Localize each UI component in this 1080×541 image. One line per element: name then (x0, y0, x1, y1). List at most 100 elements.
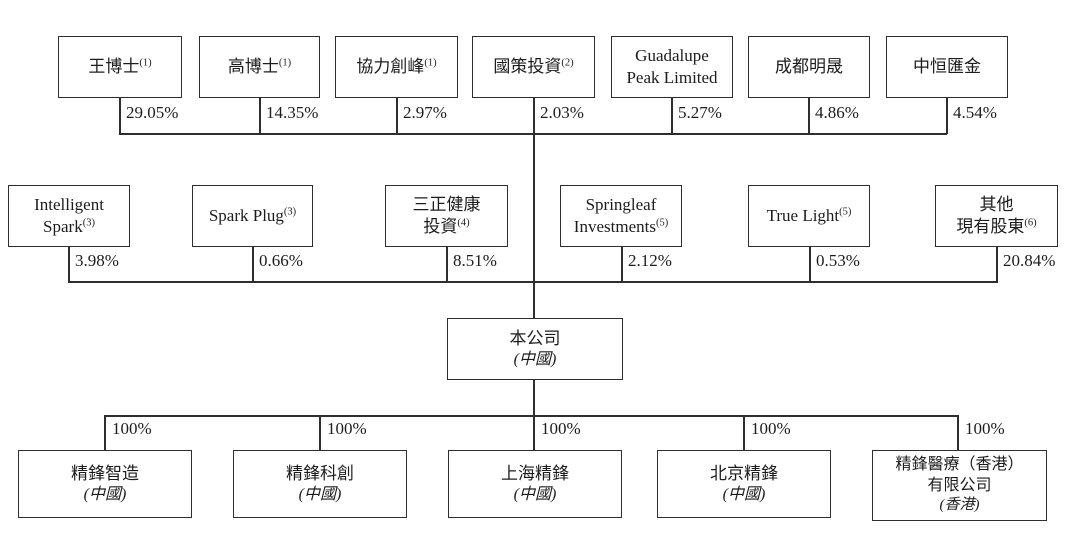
ownership-percentage: 100% (965, 419, 1005, 438)
shareholder-name: 成都明晟 (775, 57, 843, 77)
subsidiary-name: 上海精鋒 (501, 463, 569, 483)
footnote-marker: (4) (457, 217, 470, 229)
subsidiary-jurisdiction: (中國) (298, 485, 342, 503)
connector-line (252, 246, 254, 283)
shareholder-box-intelligent-spark: Intelligent Spark(3) (8, 185, 130, 247)
shareholder-box-gao-boshi: 高博士(1) (199, 36, 320, 98)
subsidiary-jurisdiction: (中國) (513, 485, 557, 503)
shareholder-name: 投資(4) (423, 217, 470, 236)
shareholder-box-springleaf-investments: Springleaf Investments(5) (560, 185, 682, 247)
footnote-marker: (1) (278, 57, 292, 69)
company-jurisdiction: (中國) (513, 350, 557, 368)
shareholder-name: 王博士(1) (88, 57, 152, 77)
subsidiary-name: 有限公司 (927, 476, 992, 494)
ownership-percentage: 5.27% (678, 103, 722, 122)
connector-line (671, 97, 673, 134)
connector-line (104, 415, 106, 451)
shareholder-box-guadalupe-peak: Guadalupe Peak Limited (611, 36, 733, 98)
shareholder-box-chengdu-mingsheng: 成都明晟 (748, 36, 870, 98)
subsidiary-box-jingfeng-zhizao: 精鋒智造 (中國) (18, 450, 192, 518)
shareholder-box-guoce-touzi: 國策投資(2) (472, 36, 595, 98)
shareholder-name: Investments(5) (573, 217, 669, 236)
ownership-percentage: 2.12% (628, 251, 672, 270)
ownership-percentage: 100% (751, 419, 791, 438)
connector-line (319, 415, 321, 451)
company-box: 本公司 (中國) (447, 318, 623, 380)
ownership-percentage: 100% (112, 419, 152, 438)
connector-line (996, 246, 998, 283)
shareholder-name: 中恒匯金 (913, 57, 981, 77)
shareholder-box-true-light: True Light(5) (748, 185, 870, 247)
connector-line (68, 246, 70, 283)
connector-line (119, 133, 947, 135)
ownership-percentage: 0.66% (259, 251, 303, 270)
connector-line (119, 97, 121, 134)
ownership-percentage: 100% (541, 419, 581, 438)
connector-line (957, 415, 959, 451)
subsidiary-name: 精鋒醫療（香港） (895, 456, 1024, 474)
subsidiary-box-shanghai-jingfeng: 上海精鋒 (中國) (448, 450, 622, 518)
ownership-percentage: 4.54% (953, 103, 997, 122)
shareholder-box-wang-boshi: 王博士(1) (58, 36, 182, 98)
subsidiary-box-jingfeng-medical-hk: 精鋒醫療（香港） 有限公司 (香港) (872, 450, 1047, 521)
shareholder-name: 三正健康 (412, 195, 481, 215)
footnote-marker: (6) (1024, 217, 1037, 229)
subsidiary-name: 北京精鋒 (710, 463, 778, 483)
ownership-percentage: 14.35% (266, 103, 319, 122)
connector-line (808, 97, 810, 134)
footnote-marker: (1) (424, 57, 437, 69)
shareholder-name: 高博士(1) (227, 57, 292, 77)
shareholder-name: Springleaf (585, 195, 657, 215)
shareholder-box-zhongheng-huijin: 中恒匯金 (886, 36, 1008, 98)
footnote-marker: (3) (82, 217, 95, 229)
subsidiary-jurisdiction: (中國) (722, 485, 766, 503)
connector-line (946, 97, 948, 134)
company-name: 本公司 (509, 328, 561, 348)
shareholder-name: 國策投資(2) (493, 57, 574, 77)
ownership-percentage: 4.86% (815, 103, 859, 122)
footnote-marker: (3) (283, 206, 297, 218)
connector-line (621, 246, 623, 283)
shareholder-name: Peak Limited (626, 68, 718, 87)
connector-line-trunk (533, 97, 535, 318)
connector-line (533, 379, 535, 416)
subsidiary-box-beijing-jingfeng: 北京精鋒 (中國) (657, 450, 831, 518)
shareholder-name: 現有股東(6) (956, 217, 1037, 236)
subsidiary-name: 精鋒科創 (286, 463, 354, 483)
ownership-percentage: 8.51% (453, 251, 497, 270)
shareholder-name: Spark Plug(3) (208, 206, 297, 226)
ownership-percentage: 100% (327, 419, 367, 438)
connector-line (809, 246, 811, 283)
shareholder-box-sanzheng-jiankang: 三正健康 投資(4) (385, 185, 508, 247)
connector-line (446, 246, 448, 283)
ownership-percentage: 2.03% (540, 103, 584, 122)
shareholder-name: True Light(5) (766, 206, 852, 226)
ownership-percentage: 20.84% (1003, 251, 1056, 270)
connector-line (396, 97, 398, 134)
shareholder-box-other-existing-shareholders: 其他 現有股東(6) (935, 185, 1058, 247)
ownership-percentage: 3.98% (75, 251, 119, 270)
connector-line (743, 415, 745, 451)
subsidiary-jurisdiction: (香港) (939, 497, 980, 514)
shareholder-name: Intelligent (34, 195, 104, 215)
connector-line (259, 97, 261, 134)
ownership-percentage: 0.53% (816, 251, 860, 270)
ownership-percentage: 2.97% (403, 103, 447, 122)
connector-line (533, 415, 535, 451)
shareholder-box-xieli-chuangfeng: 協力創峰(1) (335, 36, 458, 98)
shareholder-name: 其他 (979, 195, 1014, 215)
connector-line (104, 415, 958, 417)
footnote-marker: (5) (839, 206, 852, 218)
footnote-marker: (2) (561, 57, 574, 69)
subsidiary-box-jingfeng-kechuang: 精鋒科創 (中國) (233, 450, 407, 518)
shareholder-name: Guadalupe (635, 46, 709, 66)
subsidiary-jurisdiction: (中國) (83, 485, 127, 503)
shareholder-name: Spark(3) (43, 217, 95, 236)
footnote-marker: (5) (655, 217, 669, 229)
connector-line (68, 281, 998, 283)
shareholder-box-spark-plug: Spark Plug(3) (192, 185, 313, 247)
shareholder-name: 協力創峰(1) (356, 57, 437, 77)
subsidiary-name: 精鋒智造 (71, 463, 139, 483)
footnote-marker: (1) (139, 57, 152, 69)
